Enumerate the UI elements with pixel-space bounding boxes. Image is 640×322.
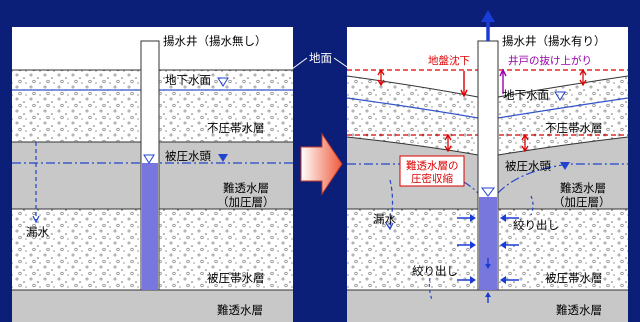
left-arrow-icon: [500, 241, 506, 249]
right-water-table-label: 地下水面: [503, 88, 549, 102]
down-arrow-icon: [460, 89, 468, 98]
left-aquitard-label: 難透水層: [223, 181, 269, 195]
right-layer-boundary: [346, 136, 629, 156]
pumping-up-arrow-icon: [481, 10, 495, 22]
piezometric-marker-icon: [560, 162, 570, 170]
left-arrow-icon: [500, 276, 506, 284]
right-leakage-label: 漏水: [373, 212, 396, 226]
right-aquitard-sub-label: （加圧層）: [553, 195, 611, 209]
left-piezometric-label: 被圧水頭: [165, 149, 211, 163]
left-well-title: 揚水井（揚水無し）: [163, 34, 267, 48]
up-arrow-icon: [485, 292, 491, 297]
down-arrow-icon: [385, 222, 394, 231]
right-bottom-aquitard-label: 難透水層: [556, 303, 602, 317]
compaction-label-line2: 圧密収縮: [411, 172, 453, 185]
right-panel: 揚水井（揚水有り） 地盤沈下 井戸の抜け上がり 地下水面 不圧帯水層 被圧水頭 …: [346, 10, 629, 322]
left-unconfined-aquifer-label: 不圧帯水層: [207, 121, 265, 135]
left-leakage-label: 漏水: [26, 225, 49, 239]
right-arrow-icon: [470, 276, 476, 284]
squeeze-out-label-upper: 絞り出し: [513, 218, 559, 232]
piezometric-marker-icon: [218, 154, 228, 162]
leakage-arrow: [389, 179, 394, 229]
compaction-label-line1: 難透水層の: [406, 159, 459, 172]
double-arrow-icon: [579, 68, 587, 87]
water-level-marker-icon: [143, 154, 155, 164]
right-aquitard-label: 難透水層: [560, 181, 606, 195]
left-water-table-label: 地下水面: [165, 73, 211, 87]
squeeze-out-arrow: [530, 195, 534, 216]
left-well-water: [142, 163, 158, 290]
left-bottom-aquitard: [12, 290, 293, 322]
ground-leader-left: [291, 57, 308, 70]
double-arrow-icon: [444, 133, 452, 153]
right-well-title: 揚水井（揚水有り）: [502, 34, 606, 48]
land-subsidence-label: 地盤沈下: [428, 54, 470, 67]
squeeze-out-arrow: [428, 277, 433, 301]
left-arrow-icon: [500, 214, 506, 222]
right-piezometric-label: 被圧水頭: [505, 159, 551, 173]
well-uplift-label: 井戸の抜け上がり: [508, 54, 592, 67]
compaction-callout-box: [399, 155, 465, 187]
ground-leader-right: [333, 57, 351, 70]
up-arrow-icon: [499, 68, 507, 77]
water-table-marker-icon: [217, 77, 229, 87]
water-table-marker-icon: [554, 91, 566, 101]
left-confined-aquifer-label: 被圧帯水層: [207, 271, 265, 285]
right-confined-aquifer-label: 被圧帯水層: [545, 271, 603, 285]
process-right-arrow-icon: [300, 132, 343, 196]
left-panel: 揚水井（揚水無し） 地下水面 不圧帯水層 被圧水頭 難透水層 （加圧層） 漏水 …: [12, 27, 293, 322]
right-arrow-icon: [470, 241, 476, 249]
right-water-table-line: [346, 97, 629, 119]
double-arrow-icon: [377, 68, 385, 87]
squeeze-out-label-lower: 絞り出し: [412, 264, 458, 278]
water-level-marker-icon: [481, 187, 495, 197]
left-aquitard-sub-label: （加圧層）: [217, 195, 275, 209]
right-arrow-icon: [470, 214, 476, 222]
double-arrow-icon: [521, 133, 529, 153]
down-arrow-icon: [485, 264, 491, 269]
right-unconfined-aquifer-label: 不圧帯水層: [545, 121, 603, 135]
down-arrow-icon: [32, 215, 40, 224]
left-bottom-aquitard-label: 難透水層: [217, 303, 263, 317]
compaction-callout: 難透水層の 圧密収縮: [399, 155, 465, 187]
right-well-water: [479, 197, 497, 290]
ground-surface-label: 地面: [309, 51, 332, 65]
